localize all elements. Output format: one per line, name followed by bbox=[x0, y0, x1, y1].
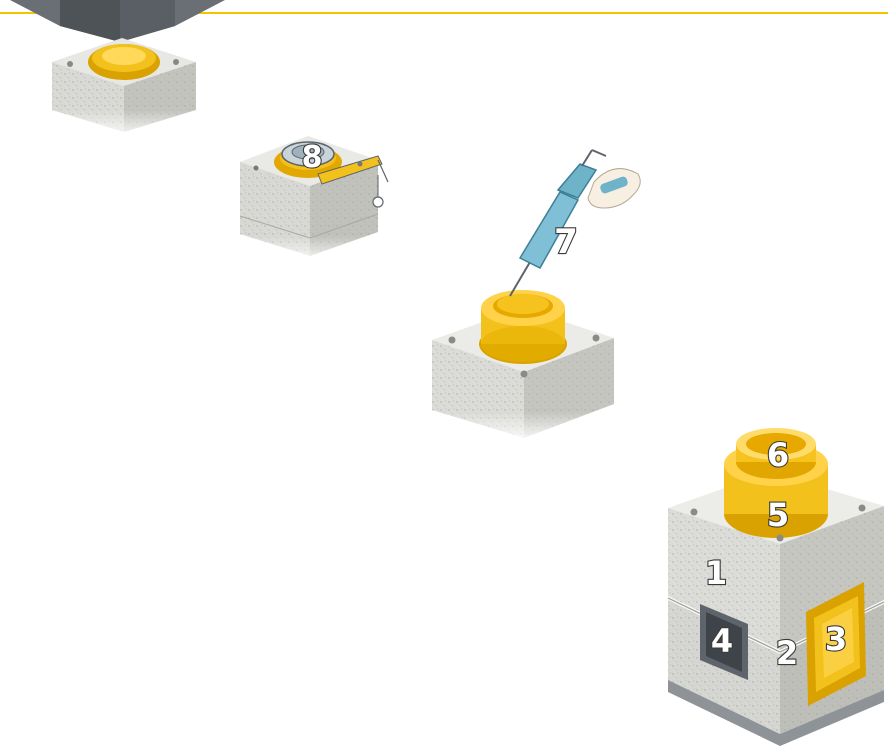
label-4: 4 bbox=[711, 622, 733, 660]
label-2: 2 bbox=[776, 634, 798, 672]
label-7: 7 bbox=[554, 222, 578, 262]
label-8: 8 bbox=[302, 140, 323, 175]
chimney-block-step-7 bbox=[420, 150, 640, 444]
label-6: 6 bbox=[767, 436, 789, 474]
label-3: 3 bbox=[825, 620, 847, 658]
label-1: 1 bbox=[705, 554, 727, 592]
chimney-block-step-complete bbox=[668, 428, 884, 746]
chimney-block-step-1 bbox=[10, 0, 225, 140]
label-5: 5 bbox=[767, 496, 789, 534]
